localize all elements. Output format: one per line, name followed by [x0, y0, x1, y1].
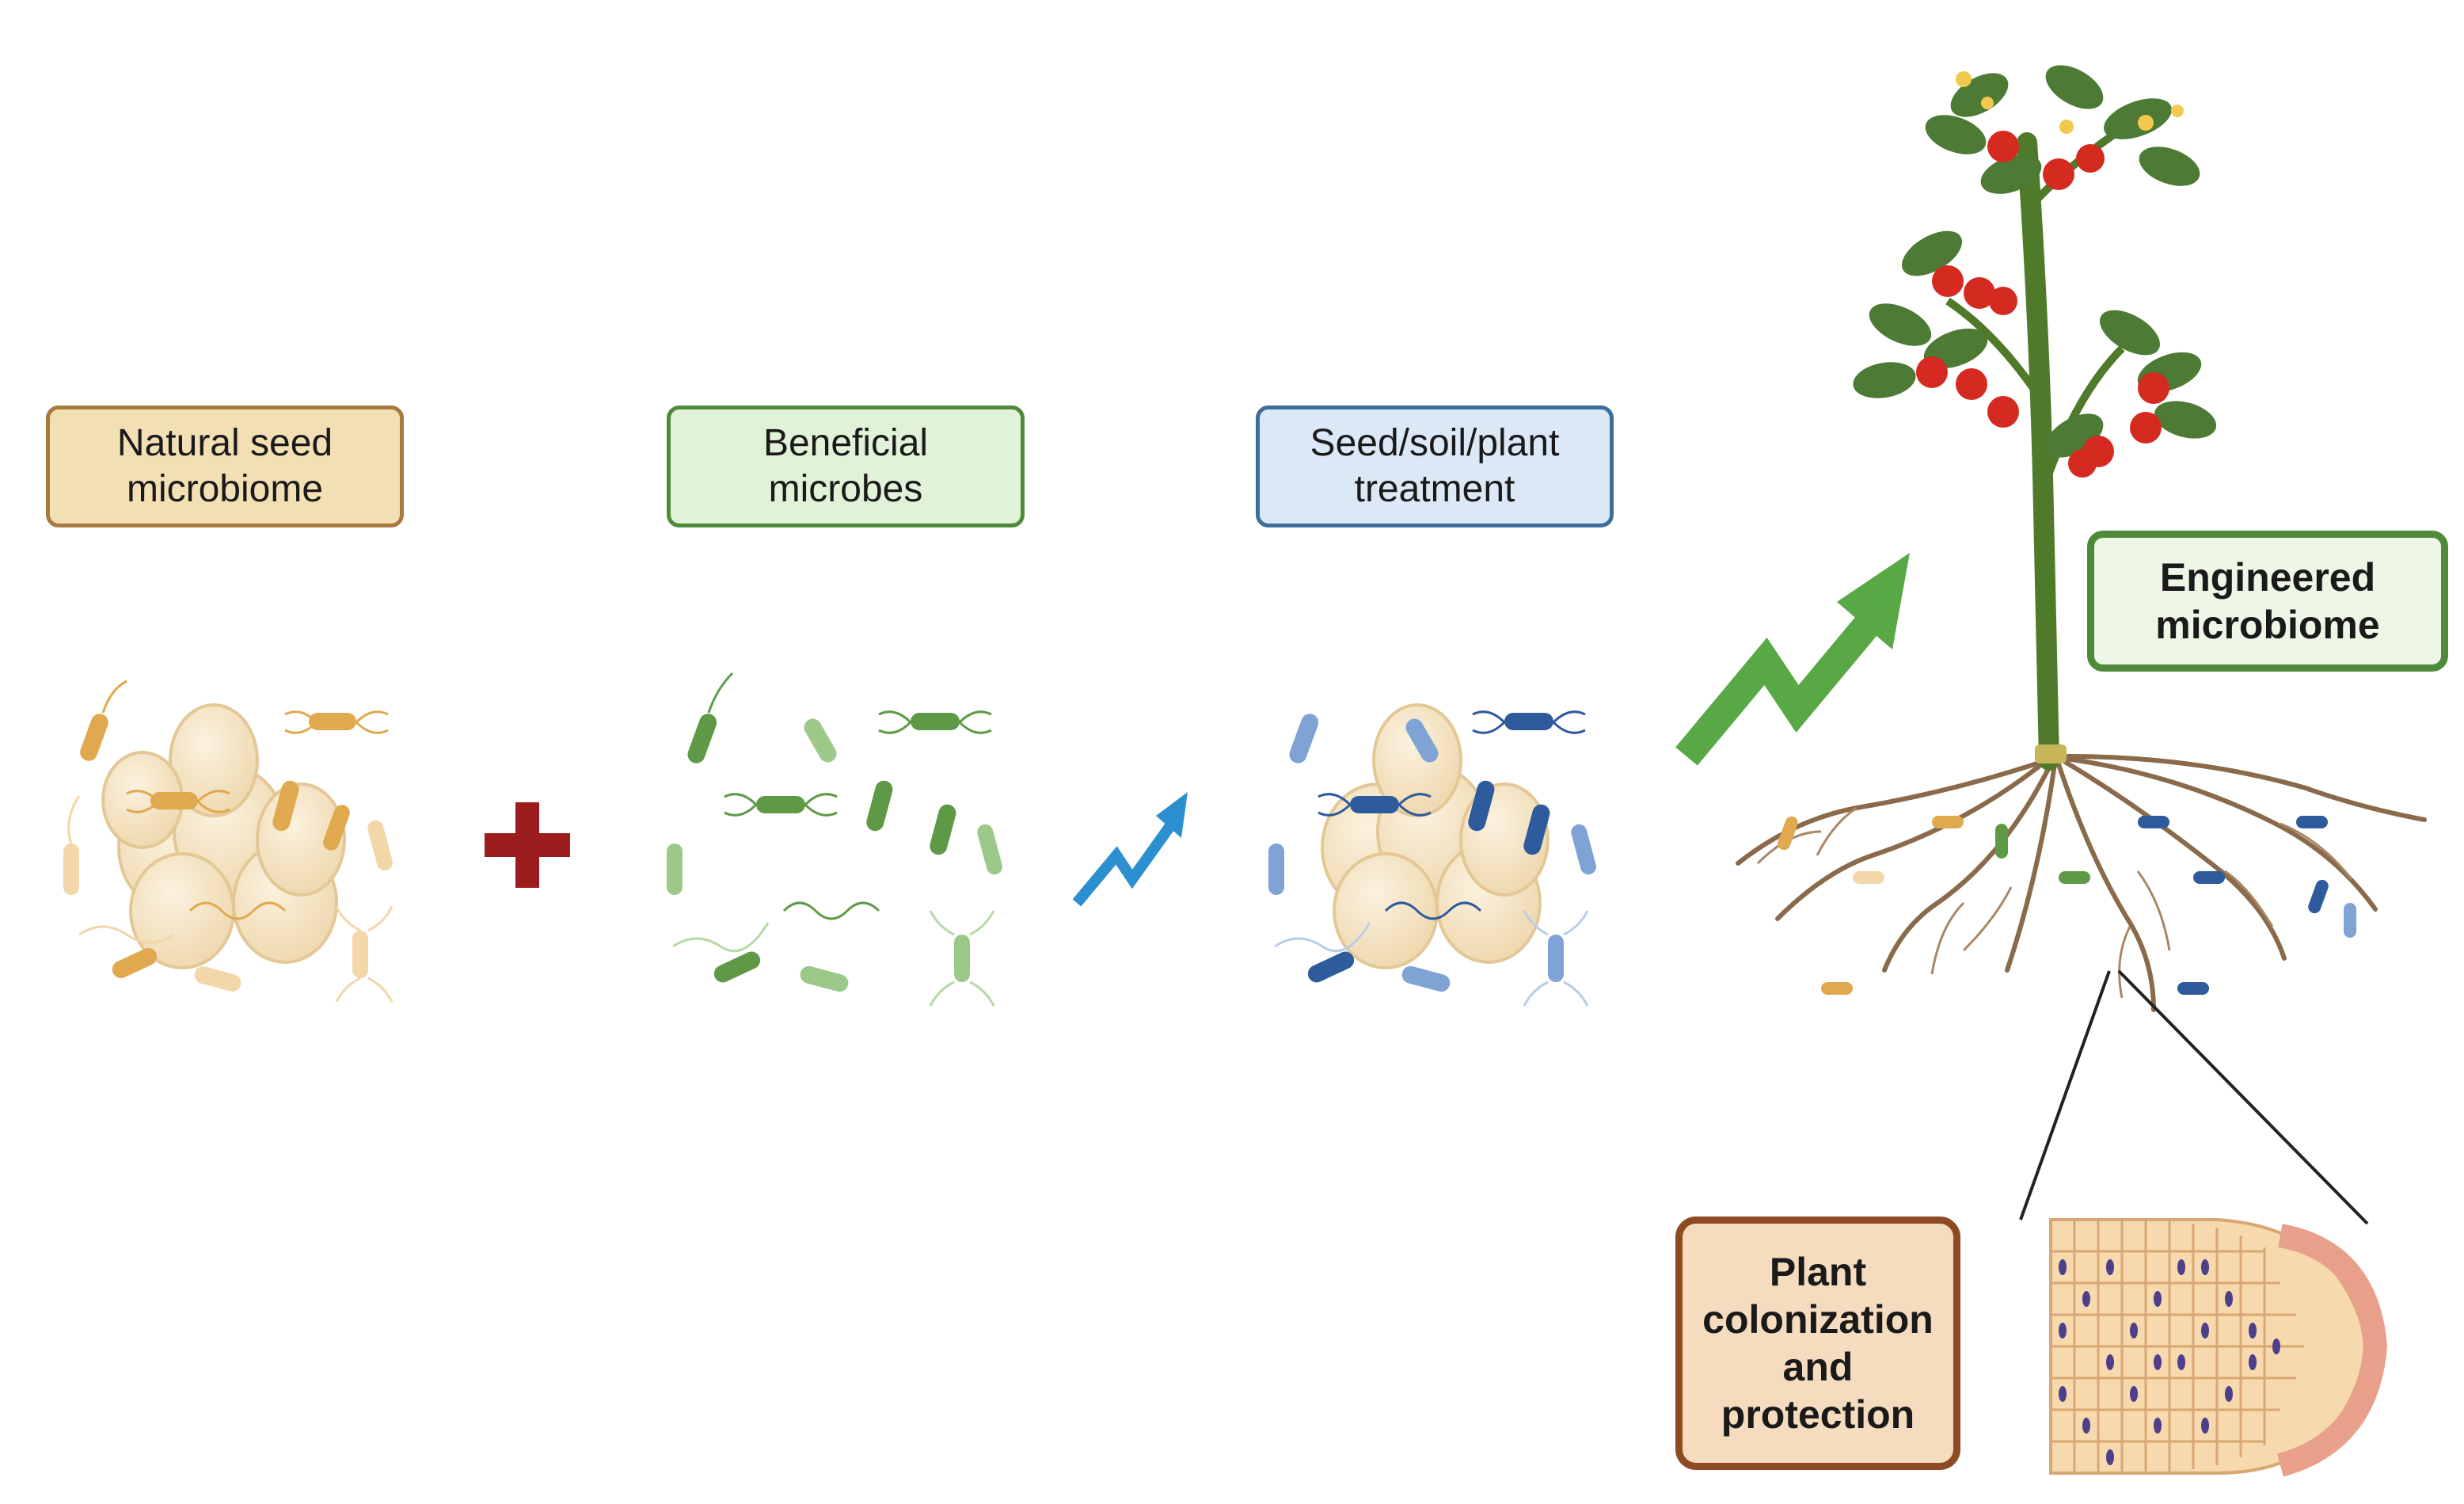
engineered-label-line-2: microbiome: [2155, 603, 2380, 647]
natural-seed-cluster: [63, 680, 394, 1003]
colonization-label-line-3: and: [1782, 1345, 1854, 1389]
beneficial-label-line-1: Beneficial: [762, 422, 929, 465]
zoom-lines: [2019, 969, 2369, 1225]
colonization-label-line-4: protection: [1721, 1392, 1915, 1437]
colonization-label-line-1: Plant: [1769, 1250, 1867, 1294]
natural-seed-microbiome-box: Natural seed microbiome: [46, 406, 404, 527]
treatment-label-line-2: treatment: [1354, 468, 1515, 510]
natural-label-line-1: Natural seed: [116, 422, 333, 465]
treated-cluster: [1268, 703, 1596, 1007]
treatment-label-line-1: Seed/soil/plant: [1310, 422, 1560, 465]
natural-label-line-2: microbiome: [126, 468, 324, 510]
root-cells-icon: [2049, 1218, 2388, 1477]
small-growth-arrow-icon: [1072, 792, 1188, 907]
plus-icon: [485, 802, 570, 888]
plant-colonization-box: Plant colonization and protection: [1675, 1217, 1960, 1470]
large-growth-arrow-icon: [1675, 553, 1910, 766]
engineered-microbiome-box: Engineered microbiome: [2087, 531, 2448, 672]
beneficial-microbes-cluster: [667, 672, 1002, 1007]
tomato-plant-icon: [1736, 65, 2427, 1012]
beneficial-label-line-2: microbes: [768, 468, 923, 510]
treatment-box: Seed/soil/plant treatment: [1256, 406, 1614, 527]
colonization-label-line-2: colonization: [1702, 1297, 1934, 1342]
beneficial-microbes-box: Beneficial microbes: [667, 406, 1025, 527]
engineered-label-line-1: Engineered: [2159, 555, 2376, 600]
